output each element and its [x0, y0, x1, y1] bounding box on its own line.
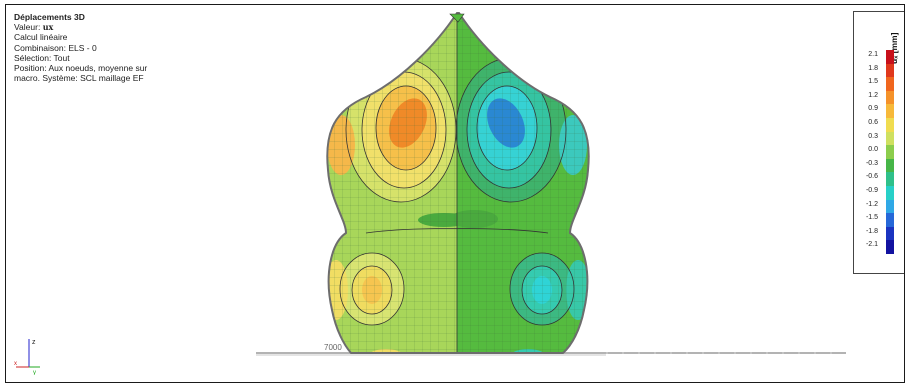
legend-swatch: [886, 172, 894, 186]
legend-swatch: [886, 145, 894, 159]
legend-swatch: [886, 63, 894, 78]
legend-swatch: [886, 50, 894, 64]
legend-swatch: [886, 104, 894, 118]
legend-row: 0.0: [854, 145, 900, 159]
legend-value: -1.5: [865, 214, 878, 222]
valeur-value: ux: [42, 22, 54, 33]
legend-row: 1.5: [854, 77, 900, 91]
legend-value: -1.8: [865, 227, 878, 235]
legend-swatch: [886, 158, 894, 173]
legend-row: 1.2: [854, 90, 900, 105]
legend-value: 0.3: [868, 132, 878, 140]
legend-value: 0.6: [868, 119, 878, 126]
legend-value: 1.2: [868, 91, 878, 99]
legend-swatch: [886, 240, 894, 254]
3d-viewport[interactable]: 7000 Déplacements 3D Valeur: ux Calcul l…: [5, 4, 905, 383]
legend-value: 1.8: [868, 64, 878, 72]
legend-value: -1.2: [865, 200, 878, 208]
axis-triad: z x y: [14, 339, 40, 375]
legend-value: 0.9: [868, 105, 878, 113]
legend-row: 0.9: [854, 104, 900, 118]
legend-row: -2.1: [854, 240, 900, 254]
legend-swatch: [886, 131, 894, 146]
legend-swatch: [886, 226, 894, 241]
legend-row: -0.9: [854, 186, 900, 200]
dome-outline: [326, 12, 590, 354]
legend-value: 1.5: [868, 78, 878, 86]
legend-row: 0.6: [854, 118, 900, 132]
legend-swatch: [886, 213, 894, 227]
legend-value: -0.9: [865, 187, 878, 194]
legend-value: -0.6: [865, 173, 878, 181]
svg-text:x: x: [14, 361, 17, 367]
info-combinaison: Combinaison: ELS - 0: [14, 42, 97, 53]
legend-row: -1.5: [854, 213, 900, 227]
legend-value: 2.1: [868, 51, 878, 58]
legend-swatch: [886, 90, 894, 105]
legend-swatch: [886, 186, 894, 200]
svg-text:z: z: [32, 339, 36, 346]
info-valeur: Valeur: ux: [14, 22, 54, 33]
info-title: Déplacements 3D: [14, 12, 85, 22]
legend-value: 0.0: [868, 146, 878, 154]
legend-row: 0.3: [854, 131, 900, 146]
info-panel: Déplacements 3D Valeur: ux Calcul linéai…: [14, 12, 147, 83]
legend-row: -1.2: [854, 199, 900, 214]
legend-swatch: [886, 199, 894, 214]
legend-value: -2.1: [865, 241, 878, 249]
info-selection: Sélection: Tout: [14, 52, 70, 63]
legend-swatch: [886, 77, 894, 91]
dimension-label: 7000: [324, 343, 342, 352]
legend-row: -1.8: [854, 226, 900, 241]
info-calcul: Calcul linéaire: [14, 32, 68, 43]
legend-row: -0.3: [854, 158, 900, 173]
legend-row: 1.8: [854, 63, 900, 78]
legend-row: -0.6: [854, 172, 900, 186]
legend-value: -0.3: [865, 159, 878, 167]
legend-swatch: [886, 118, 894, 132]
info-position-2: macro. Système: SCL maillage EF: [14, 73, 144, 84]
legend-row: 2.1: [854, 50, 900, 64]
svg-text:y: y: [33, 370, 36, 375]
info-position-1: Position: Aux noeuds, moyenne sur: [14, 63, 148, 74]
onion-dome-model[interactable]: 7000: [6, 5, 904, 382]
